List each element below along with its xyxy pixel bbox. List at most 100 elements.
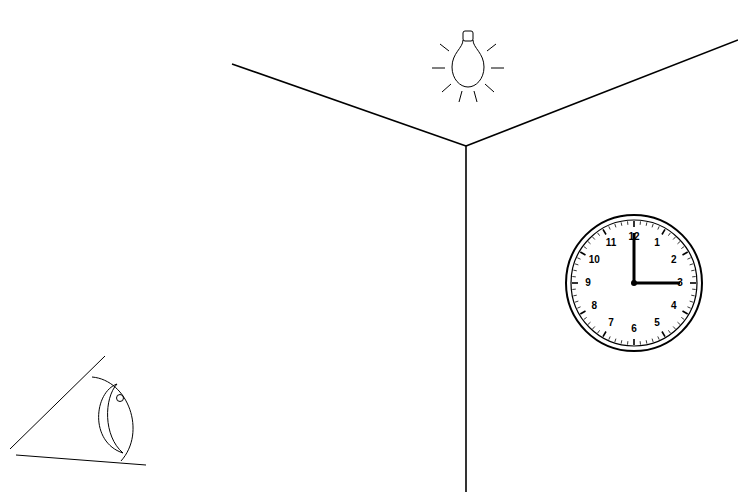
clock-tick [627,341,628,344]
light-ray [440,44,449,51]
clock-tick [621,340,623,343]
clock-tick [690,301,693,302]
clock-numeral: 4 [671,301,677,311]
bulb-glass [452,40,484,87]
clock-tick [609,336,610,339]
clock-tick [683,252,688,255]
clock-tick [681,247,684,249]
clock-tick [588,242,591,244]
clock-tick [575,301,578,302]
clock-numeral: 10 [589,255,600,265]
clock-numeral: 8 [591,301,597,311]
clock-tick [646,340,648,343]
clock-tick [692,289,695,290]
light-ray [474,91,477,102]
wall-clock [566,215,702,351]
clock-tick [588,322,591,324]
clock-tick [677,322,680,324]
clock-numeral: 1 [654,238,660,248]
eye-iris [99,384,123,453]
light-ray [459,91,462,102]
eye-pupil [117,395,124,402]
clock-tick [575,264,578,265]
clock-tick [673,326,675,329]
clock-tick [598,330,600,333]
clock-tick [646,222,648,225]
clock-tick [580,311,585,314]
clock-tick [627,221,628,224]
clock-tick [687,258,690,259]
clock-tick [673,237,675,240]
light-ray [491,68,504,69]
clock-tick [603,229,606,234]
room-corner [232,40,738,492]
clock-tick [593,326,595,329]
clock-tick [572,282,578,284]
clock-tick [621,222,623,225]
view-line [16,455,146,465]
eye-iris [108,384,123,453]
clock-numeral: 5 [654,318,660,328]
clock-pivot [631,280,637,286]
clock-tick [652,224,653,227]
clock-ticks [572,221,696,345]
clock-tick [692,276,695,277]
clock-tick [573,295,576,297]
clock-tick [584,247,587,249]
clock-tick [681,317,684,319]
clock-tick [615,339,616,342]
light-ray [432,68,445,69]
view-line [10,356,105,449]
ceiling-edge [466,40,738,146]
clock-tick [668,330,670,333]
ceiling-edge [232,64,466,146]
clock-tick [640,341,641,344]
clock-tick [573,270,576,272]
clock-tick [615,224,616,227]
clock-tick [687,307,690,308]
clock-tick [658,226,659,229]
clock-tick [658,336,659,339]
eye-outline [92,377,121,461]
clock-tick [609,226,610,229]
clock-tick [691,270,694,272]
clock-tick [677,242,680,244]
clock-tick [668,233,670,236]
hour-hand [634,282,680,285]
clock-numeral: 9 [585,278,591,288]
clock-tick [683,311,688,314]
clock-numeral: 6 [631,324,637,334]
light-ray [442,84,451,92]
clock-numeral: 7 [608,318,614,328]
clock-rim [566,215,702,351]
bulb-base [463,31,473,41]
clock-tick [572,276,575,277]
clock-tick [577,258,580,259]
clock-tick [652,339,653,342]
light-ray [487,44,496,51]
clock-tick [580,252,585,255]
eye-symbol [10,356,146,465]
light-bulb [432,31,504,102]
clock-tick [691,295,694,297]
clock-tick [584,317,587,319]
clock-tick [577,307,580,308]
clock-tick [662,332,665,337]
clock-tick [690,282,696,284]
clock-tick [572,289,575,290]
eye-outline [92,377,133,461]
light-ray [485,84,494,92]
clock-numeral: 3 [677,278,683,288]
clock-face [571,220,697,346]
clock-numeral: 11 [606,238,617,248]
clock-tick [593,237,595,240]
clock-tick [598,233,600,236]
clock-tick [690,264,693,265]
clock-tick [633,221,635,227]
clock-tick [662,229,665,234]
clock-tick [603,332,606,337]
wall-edge [465,146,467,492]
clock-tick [633,339,635,345]
